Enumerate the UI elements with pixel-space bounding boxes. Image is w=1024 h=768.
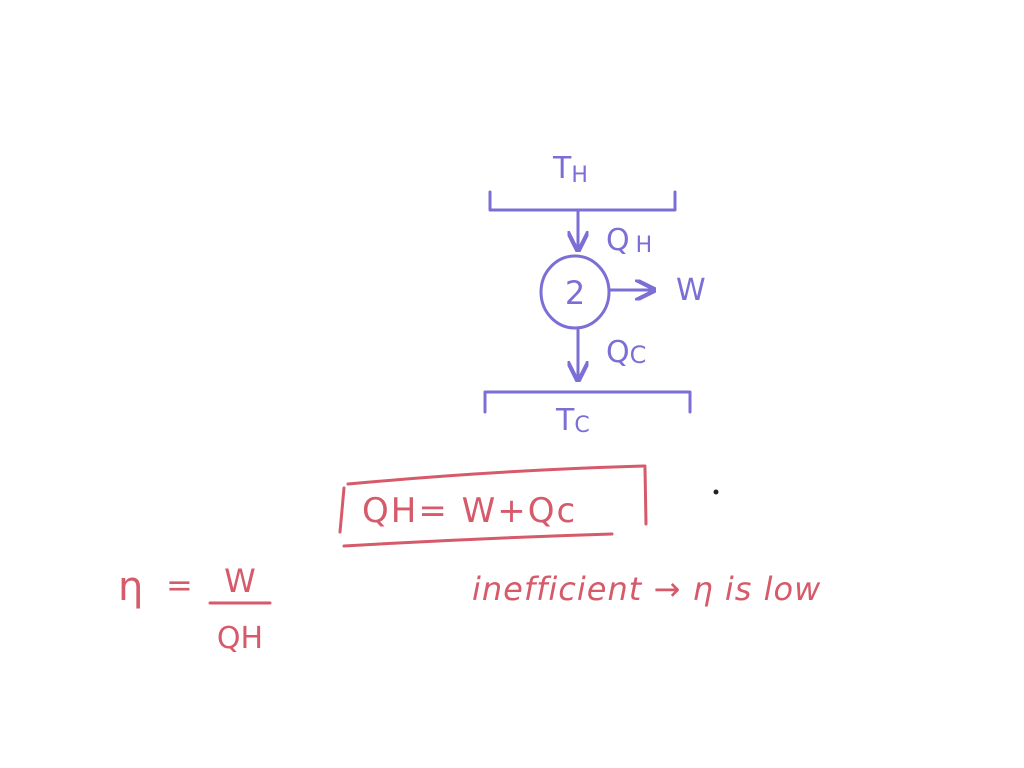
box-top-line <box>346 464 647 486</box>
box-right-line <box>643 466 648 526</box>
efficiency-formula: η = W QH <box>118 562 272 656</box>
work-label: W <box>676 273 706 308</box>
heat-out-label: QC <box>606 335 646 370</box>
energy-balance-equation: QH= W+Qc <box>362 491 577 531</box>
engine-cycle-symbol: 2 <box>565 274 585 312</box>
equations: QH= W+Qc η = W QH inefficient → η is low <box>118 464 821 656</box>
box-bottom-line <box>342 532 614 548</box>
stray-dot <box>713 489 719 495</box>
efficiency-numerator: W <box>224 562 256 600</box>
efficiency-equals: = <box>166 566 193 604</box>
efficiency-symbol: η <box>118 564 143 610</box>
cold-reservoir-bracket <box>483 390 692 414</box>
hot-reservoir-bracket <box>488 190 677 212</box>
cold-reservoir-label: TC <box>555 403 590 438</box>
efficiency-denominator: QH <box>217 621 263 656</box>
hot-reservoir-label: TH <box>552 151 588 188</box>
engine-circle <box>539 254 611 330</box>
inefficiency-note: inefficient → η is low <box>472 570 821 608</box>
energy-balance-box: QH= W+Qc <box>338 464 648 548</box>
box-left-line <box>338 486 346 534</box>
